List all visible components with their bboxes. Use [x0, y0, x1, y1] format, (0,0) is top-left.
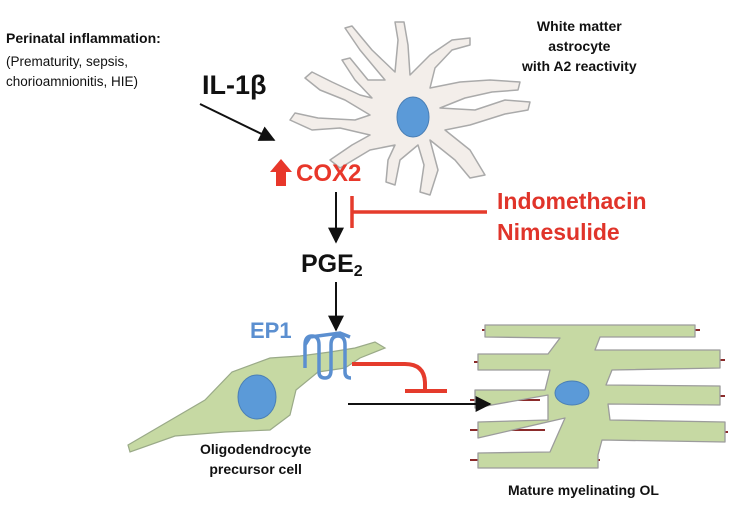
pge2-label: PGE2	[301, 250, 363, 281]
drug-label-nimesulide: Nimesulide	[497, 219, 620, 245]
astrocyte-label-line3: with A2 reactivity	[522, 58, 637, 74]
mature-ol-body	[474, 324, 726, 469]
il1b-label: IL-1β	[202, 70, 267, 100]
opc-label-line2: precursor cell	[209, 461, 302, 477]
astrocyte-label: White matter astrocyte with A2 reactivit…	[522, 16, 637, 76]
ep1-label: EP1	[250, 318, 292, 343]
drug-inhibit-bar	[350, 196, 487, 228]
astrocyte-label-line2: astrocyte	[548, 38, 611, 54]
inflammation-causes: (Prematurity, sepsis, chorioamnionitis, …	[6, 52, 138, 92]
astrocyte-nucleus	[396, 96, 430, 138]
cox2-label: COX2	[296, 160, 362, 187]
ol-nucleus	[554, 380, 590, 406]
opc-label-line1: Oligodendrocyte	[200, 441, 312, 457]
astrocyte-label-line1: White matter	[536, 18, 622, 34]
opc-nucleus	[237, 374, 277, 420]
upregulation-arrow-icon	[270, 159, 292, 186]
opc-label: Oligodendrocyte precursor cell	[200, 439, 311, 479]
pge2-label-base: PGE	[301, 250, 354, 278]
ep1-inhibit-bar	[352, 362, 447, 393]
il1b-arrow	[199, 103, 276, 141]
inflammation-causes-line1: (Prematurity, sepsis,	[6, 54, 129, 69]
inflammation-causes-line2: chorioamnionitis, HIE)	[6, 74, 139, 89]
inflammation-title: Perinatal inflammation:	[6, 30, 161, 46]
ep1-receptor-icon	[303, 331, 352, 380]
pge2-label-subscript: 2	[353, 263, 363, 280]
drug-label-indomethacin: Indomethacin	[497, 188, 647, 214]
astrocyte-cell	[289, 21, 531, 196]
mature-ol-cell	[470, 324, 728, 469]
mature-ol-label: Mature myelinating OL	[508, 482, 659, 498]
